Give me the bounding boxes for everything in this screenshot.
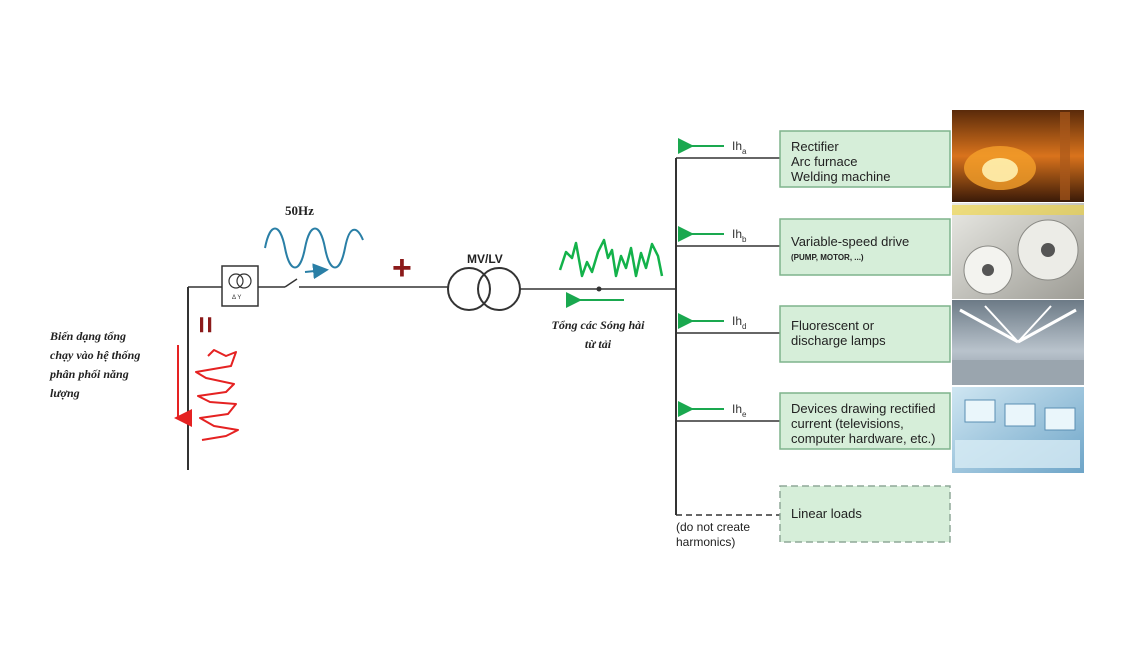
load-note-drive: (PUMP, MOTOR, ...) [791,253,864,262]
load-label-linear: Linear loads [791,506,862,521]
lit-hall-photo [952,300,1084,385]
load-box-devices [779,392,951,450]
linear-note: (do not create harmonics) [676,520,751,549]
transformer-label: MV/LV [467,252,503,266]
equals-symbol: = [189,316,222,334]
distortion-wave [195,349,239,441]
harmonics-caption: Tổng các Sóng hài từ tải [551,318,645,351]
fundamental-sine-wave [264,227,364,269]
feeder-lines [676,157,780,516]
monitors-photo [952,387,1084,473]
current-label-e: Ihe [732,402,747,419]
harmonic-current-arrows [678,138,724,417]
current-label-b: Ihb [732,227,747,244]
fundamental-arrow [304,263,329,280]
load-box-rectifier [779,130,951,188]
load-box-linear [779,485,951,543]
frequency-label: 50Hz [285,203,314,218]
svg-text:Δ Y: Δ Y [232,295,241,301]
current-label-d: Ihd [732,314,746,331]
mv-lv-transformer [440,267,676,311]
load-label-drive: Variable-speed drive (PUMP, MOTOR, ...) [791,234,947,264]
distortion-caption: Biến dạng tổng chạy vào hệ thống phân ph… [50,329,141,400]
current-label-a: Iha [732,139,747,156]
harmonic-sum-wave [558,238,664,278]
steel-furnace-photo [952,110,1084,202]
circuit-breaker-switch [258,278,440,288]
load-box-lamps [779,305,951,363]
load-boxes [779,130,951,543]
load-box-drive [779,218,951,276]
paper-rolls-photo [952,203,1084,299]
plus-symbol: + [392,249,412,287]
source-transformer-symbol: Δ Y [221,265,259,307]
